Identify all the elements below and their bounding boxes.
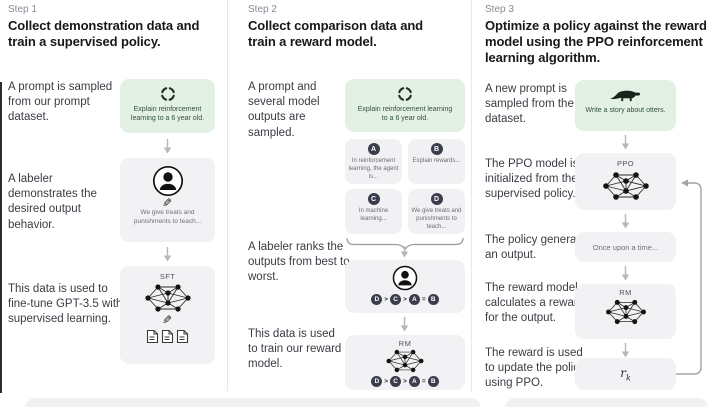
window-edge [0, 82, 2, 393]
down-arrow-icon [163, 139, 172, 154]
step2-caption-1: A prompt and several model outputs are s… [248, 81, 320, 139]
step3-caption-5: The reward is used to update the policy … [485, 347, 585, 390]
step2-output-box-b: B Explain rewards... [408, 139, 465, 184]
documents-row [146, 329, 189, 344]
output-text: In machine learning... [358, 208, 389, 222]
reward-value: rk [620, 365, 631, 383]
prompt-text: Write a story about otters. [585, 107, 666, 114]
step3-caption-4: The reward model calculates a reward for… [485, 282, 585, 325]
step2-caption-2: A labeler ranks the outputs from best to… [248, 241, 350, 284]
rank-letter-badge: A [408, 294, 420, 305]
rank-letter-badge: D [371, 294, 383, 305]
labeler-icon [152, 165, 183, 197]
down-arrow-icon [621, 214, 630, 229]
down-arrow-icon [400, 317, 409, 332]
step1-caption-2: A labeler demonstrates the desired outpu… [8, 173, 97, 231]
loop-arrow-icon [676, 179, 702, 375]
rm-label: RM [398, 339, 412, 348]
step1-sft-box: SFT ✎ [120, 266, 215, 364]
step3-label: Step 3 [485, 4, 514, 15]
rank-letter-badge: C [390, 294, 402, 305]
step3-output-box: Once upon a time... [575, 232, 676, 262]
labeler-demo-text: We give treats and punishments to teach.… [133, 209, 202, 225]
step1-label: Step 1 [8, 4, 37, 15]
step2-title: Collect comparison data and train a rewa… [248, 18, 424, 50]
step2-output-box-a: A In reinforcement learning, the agent i… [345, 139, 402, 184]
output-letter-badge: D [430, 193, 443, 205]
step1-prompt-box: Explain reinforcement learning to a 6 ye… [120, 79, 215, 133]
step3-title: Optimize a policy against the reward mod… [485, 18, 707, 66]
rank-letter-badge: B [427, 294, 439, 305]
output-text: We give treats and punishments to teach.… [411, 208, 462, 230]
step1-caption-3: This data is used to fine-tune GPT-3.5 w… [8, 283, 123, 326]
step2-caption-3: This data is used to train our reward mo… [248, 328, 342, 371]
step3-caption-2: The PPO model is initialized from the su… [485, 158, 579, 201]
step2-output-box-c: C In machine learning... [345, 189, 402, 234]
rank-separator: > [403, 378, 407, 385]
ppo-label: PPO [616, 159, 635, 168]
down-arrow-icon [621, 343, 630, 358]
rank-separator: > [384, 296, 389, 303]
otter-icon [609, 90, 640, 102]
ranking-row: D > C > A = B [371, 294, 439, 305]
prompt-text: Explain reinforcement learning to a 6 ye… [130, 106, 205, 123]
step3-reward-box: rk [575, 358, 676, 390]
step3-rm-box: RM [575, 284, 676, 339]
rank-letter-badge: A [408, 376, 420, 387]
step3-ppo-box: PPO [575, 153, 676, 210]
network-icon [605, 299, 646, 325]
labeler-icon [392, 265, 418, 291]
output-letter-badge: C [367, 193, 380, 205]
output-letter-badge: B [430, 143, 443, 155]
step3-prompt-box: Write a story about otters. [575, 80, 676, 131]
network-icon [602, 172, 649, 200]
rm-label: RM [619, 288, 632, 297]
output-text: Explain rewards... [412, 158, 461, 164]
down-arrow-icon [621, 266, 630, 281]
rank-letter-badge: D [371, 376, 383, 387]
step1-caption-1: A prompt is sampled from our prompt data… [8, 81, 113, 124]
document-icon [146, 329, 159, 344]
down-arrow-icon [400, 246, 409, 258]
ranking-row: D > C > A = B [371, 376, 439, 387]
rank-separator: > [384, 378, 389, 385]
column-divider [227, 0, 228, 391]
step1-labeler-box: ✎ We give treats and punishments to teac… [120, 158, 215, 242]
column-divider [471, 0, 472, 391]
output-text: In reinforcement learning, the agent is.… [348, 158, 399, 180]
sample-prompt-icon [160, 86, 175, 102]
rank-letter-badge: B [427, 376, 439, 387]
step3-caption-3: The policy generates an output. [485, 234, 592, 262]
policy-output-text: Once upon a time... [592, 242, 659, 252]
pencil-icon: ✎ [162, 313, 173, 327]
rank-separator: = [421, 378, 426, 385]
step3-caption-1: A new prompt is sampled from the dataset… [485, 83, 574, 126]
rank-separator: = [421, 296, 426, 303]
sft-label: SFT [159, 272, 176, 281]
pencil-icon: ✎ [162, 196, 173, 210]
network-icon [144, 284, 191, 312]
cutoff-card [505, 398, 708, 407]
sample-prompt-icon [397, 86, 413, 102]
document-icon [161, 329, 174, 344]
prompt-text: Explain reinforcement learning to a 6 ye… [357, 106, 453, 123]
network-icon [386, 349, 424, 373]
step2-label: Step 2 [248, 4, 277, 15]
step2-output-box-d: D We give treats and punishments to teac… [408, 189, 465, 234]
cutoff-card [25, 398, 481, 407]
step2-rm-box: RM D > C > A = B [345, 335, 465, 390]
rank-separator: > [403, 296, 407, 303]
down-arrow-icon [163, 247, 172, 262]
step2-prompt-box: Explain reinforcement learning to a 6 ye… [345, 79, 465, 132]
output-letter-badge: A [367, 143, 380, 155]
rank-letter-badge: C [390, 376, 402, 387]
step2-labeler-box: D > C > A = B [345, 260, 465, 313]
document-icon [176, 329, 189, 344]
step1-title: Collect demonstration data and train a s… [8, 18, 200, 50]
down-arrow-icon [621, 135, 630, 150]
